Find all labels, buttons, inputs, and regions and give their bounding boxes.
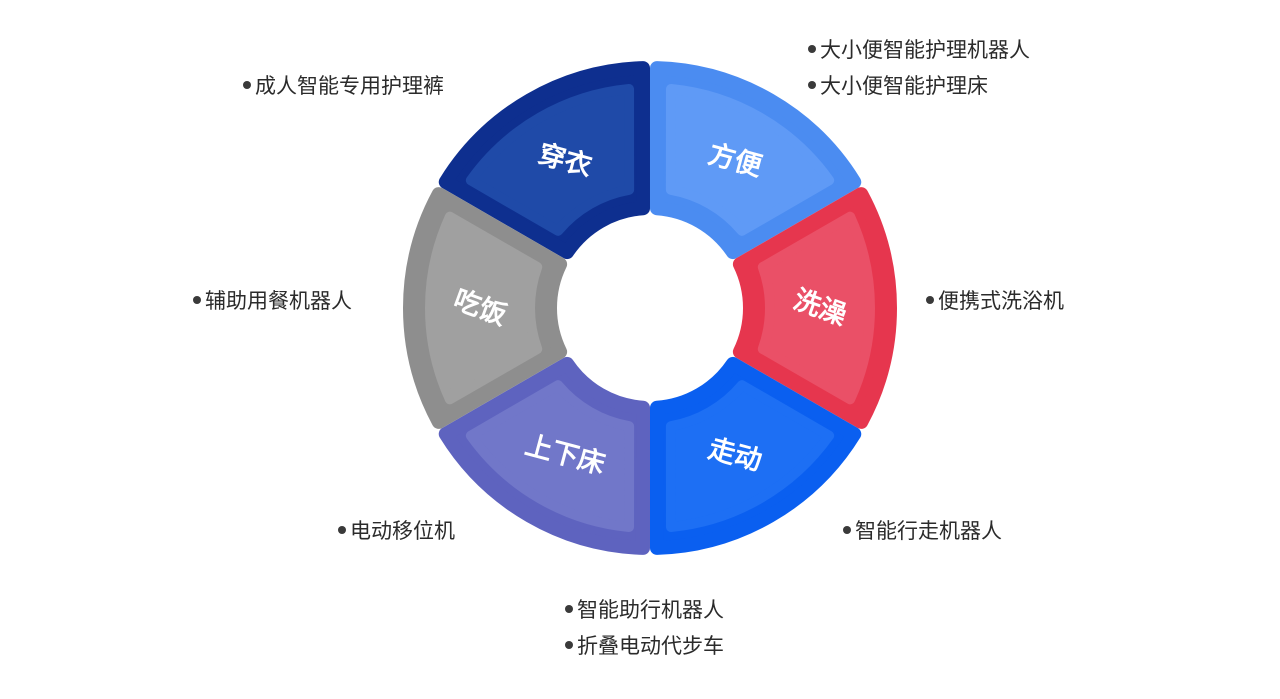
list-item-text: 智能行走机器人 <box>855 519 1002 543</box>
list-item: 电动移位机 <box>338 513 455 549</box>
list-item-text: 成人智能专用护理裤 <box>255 74 444 98</box>
bullet-dot-icon <box>808 45 816 53</box>
list-shangxiachuang: 电动移位机 <box>338 513 455 549</box>
segment-shangxiachuang-inner <box>465 380 635 532</box>
list-item: 折叠电动代步车 <box>565 628 724 664</box>
bullet-dot-icon <box>243 81 251 89</box>
list-fangbian: 大小便智能护理机器人 大小便智能护理床 <box>808 32 1030 104</box>
list-item-text: 大小便智能护理床 <box>820 74 988 98</box>
segment-zoudong: 走动 <box>649 356 862 555</box>
list-item: 便携式洗浴机 <box>926 283 1064 319</box>
list-shangxiachuang-extra: 智能助行机器人 折叠电动代步车 <box>565 592 724 664</box>
list-zoudong: 智能行走机器人 <box>843 513 1002 549</box>
list-item: 大小便智能护理床 <box>808 68 1030 104</box>
bullet-dot-icon <box>338 526 346 534</box>
segment-zoudong-inner <box>665 380 835 532</box>
list-xizao: 便携式洗浴机 <box>926 283 1064 319</box>
list-item-text: 折叠电动代步车 <box>577 634 724 658</box>
list-chuanyi: 成人智能专用护理裤 <box>243 68 444 104</box>
list-item: 智能助行机器人 <box>565 592 724 628</box>
list-chifan: 辅助用餐机器人 <box>193 283 352 319</box>
bullet-dot-icon <box>926 296 934 304</box>
list-item: 成人智能专用护理裤 <box>243 68 444 104</box>
segment-chifan-inner <box>425 211 543 405</box>
segment-fangbian-inner <box>665 84 835 236</box>
bullet-dot-icon <box>565 641 573 649</box>
list-item-text: 大小便智能护理机器人 <box>820 38 1030 62</box>
list-item: 智能行走机器人 <box>843 513 1002 549</box>
segment-chifan: 吃饭 <box>403 187 568 429</box>
bullet-dot-icon <box>565 605 573 613</box>
segment-shangxiachuang: 上下床 <box>438 356 651 555</box>
bullet-dot-icon <box>843 526 851 534</box>
list-item: 辅助用餐机器人 <box>193 283 352 319</box>
segment-fangbian: 方便 <box>649 61 862 260</box>
list-item: 大小便智能护理机器人 <box>808 32 1030 68</box>
list-item-text: 便携式洗浴机 <box>938 289 1064 313</box>
segment-xizao: 洗澡 <box>732 187 897 429</box>
segment-chuanyi-inner <box>465 84 635 236</box>
bullet-dot-icon <box>193 296 201 304</box>
list-item-text: 电动移位机 <box>350 519 455 543</box>
list-item-text: 辅助用餐机器人 <box>205 289 352 313</box>
list-item-text: 智能助行机器人 <box>577 598 724 622</box>
bullet-dot-icon <box>808 81 816 89</box>
segment-xizao-inner <box>757 211 875 405</box>
segment-chuanyi: 穿衣 <box>438 61 651 260</box>
